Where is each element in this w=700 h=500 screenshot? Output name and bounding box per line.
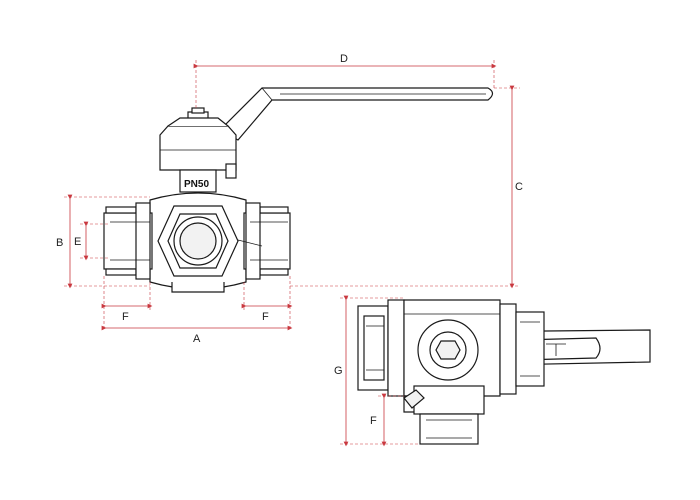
side-bottom-port: [403, 385, 485, 445]
dimension-d-label: D: [340, 53, 348, 65]
dimension-e-label: E: [74, 236, 81, 248]
front-view: PN50: [103, 87, 494, 293]
stem-neck: [179, 169, 217, 193]
pn50-marking: PN50: [184, 179, 209, 190]
dimension-c: C: [290, 85, 523, 289]
side-left-port: [357, 299, 405, 397]
dimension-d: D: [193, 53, 497, 108]
dimension-b-label: B: [56, 237, 63, 249]
bonnet-block: [159, 117, 237, 179]
dimension-f-right: F: [241, 276, 293, 330]
dimension-b: B: [56, 194, 150, 289]
dimension-f-left-label: F: [122, 311, 129, 323]
dimension-c-label: C: [515, 181, 523, 193]
dimension-g: G: [334, 295, 420, 447]
side-view: [357, 299, 651, 445]
handle-lever: [219, 87, 494, 141]
dimension-e: E: [74, 221, 108, 261]
side-stem-top: [417, 319, 479, 381]
dimension-f-left: F: [101, 276, 153, 330]
dimension-f-side-label: F: [370, 415, 377, 427]
dimension-g-label: G: [334, 365, 343, 377]
dimension-a-label: A: [193, 333, 201, 345]
dimension-a: A: [101, 325, 293, 345]
dimension-f-right-label: F: [262, 311, 269, 323]
dimension-f-side: F: [370, 393, 404, 447]
hex-port: [157, 205, 239, 277]
